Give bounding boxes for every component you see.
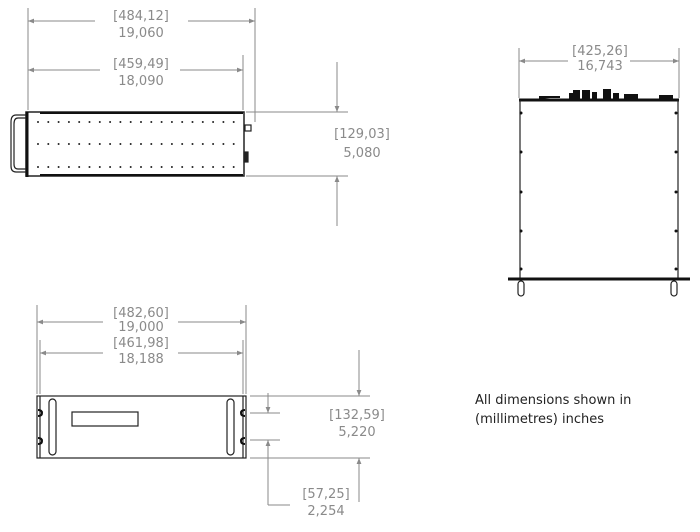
front-height-mm: [132,59] — [329, 408, 385, 423]
front-handle-left — [48, 398, 57, 456]
vent-hole — [212, 166, 215, 168]
side-view: [425,26] 16,743 — [508, 44, 690, 297]
vent-hole — [119, 143, 122, 145]
vent-hole — [201, 166, 204, 168]
top-overall-width-in: 19,060 — [118, 26, 164, 41]
hole-spacing-mm: [57,25] — [302, 487, 349, 502]
top-body-width-in: 18,090 — [118, 74, 164, 89]
mount-hole — [674, 190, 678, 194]
vent-hole — [78, 166, 81, 168]
vent-hole — [98, 166, 101, 168]
vent-hole — [119, 121, 122, 123]
vent-hole — [212, 121, 215, 123]
front-view: [482,60] 19,000 [461,98] 18,188 [132,59]… — [36, 305, 385, 519]
side-depth-in: 16,743 — [577, 59, 623, 74]
top-height-in: 5,080 — [343, 146, 380, 161]
vent-hole — [181, 121, 184, 123]
vent-hole — [140, 121, 142, 123]
mount-hole — [674, 150, 678, 154]
vent-hole — [222, 143, 225, 145]
vent-hole — [222, 121, 225, 123]
vent-hole — [212, 143, 215, 145]
vent-hole — [232, 121, 235, 123]
vent-hole — [129, 121, 132, 123]
vent-hole — [140, 143, 142, 145]
handle-icon — [10, 114, 26, 173]
vent-hole — [222, 166, 225, 168]
display-window — [71, 411, 139, 427]
mount-hole — [519, 267, 523, 271]
vent-hole — [160, 166, 163, 168]
vent-hole — [181, 166, 184, 168]
vent-hole — [140, 166, 142, 168]
top-view: [484,12] 19,060 [459,49] 18,090 [129,03]… — [10, 8, 390, 226]
vent-hole — [201, 121, 204, 123]
vent-hole — [98, 121, 101, 123]
vent-hole — [98, 143, 101, 145]
vent-hole — [232, 166, 235, 168]
top-height-mm: [129,03] — [334, 127, 390, 142]
mount-hole — [519, 190, 523, 194]
vent-hole — [160, 121, 163, 123]
vent-hole — [150, 143, 153, 145]
vent-hole — [37, 143, 39, 145]
vent-hole — [150, 121, 153, 123]
mount-hole — [519, 111, 523, 115]
vent-holes — [37, 121, 235, 168]
vent-hole — [191, 166, 194, 168]
vent-hole — [88, 166, 91, 168]
vent-hole — [119, 166, 122, 168]
vent-hole — [47, 121, 50, 123]
vent-hole — [78, 121, 81, 123]
vent-hole — [47, 166, 50, 168]
front-handle-right — [226, 398, 235, 456]
vent-hole — [170, 121, 173, 123]
vent-hole — [78, 143, 81, 145]
vent-hole — [232, 143, 235, 145]
vent-hole — [109, 143, 112, 145]
vent-hole — [201, 143, 204, 145]
mount-hole — [519, 150, 523, 154]
front-inner-width-in: 18,188 — [118, 352, 164, 367]
mount-hole — [519, 229, 523, 233]
vent-hole — [37, 166, 39, 168]
vent-hole — [181, 143, 184, 145]
vent-hole — [57, 121, 60, 123]
vent-hole — [170, 166, 173, 168]
hole-spacing-in: 2,254 — [307, 504, 344, 519]
vent-hole — [129, 143, 132, 145]
vent-hole — [129, 166, 132, 168]
vent-hole — [67, 166, 70, 168]
vent-hole — [57, 166, 60, 168]
vent-hole — [57, 143, 60, 145]
vent-hole — [109, 166, 112, 168]
front-height-in: 5,220 — [338, 425, 375, 440]
top-body-width-mm: [459,49] — [113, 57, 169, 72]
vent-hole — [191, 143, 194, 145]
mount-hole — [674, 111, 678, 115]
mount-hole — [674, 229, 678, 233]
vent-hole — [88, 143, 91, 145]
front-overall-width-mm: [482,60] — [113, 306, 169, 321]
vent-hole — [88, 121, 91, 123]
vent-hole — [191, 121, 194, 123]
front-overall-width-in: 19,000 — [118, 320, 164, 335]
top-overall-width-mm: [484,12] — [113, 9, 169, 24]
vent-hole — [150, 166, 153, 168]
vent-hole — [47, 143, 50, 145]
vent-hole — [160, 143, 163, 145]
units-note-line1: All dimensions shown in — [475, 393, 631, 408]
units-note-line2: (millimetres) inches — [475, 412, 604, 427]
vent-hole — [67, 121, 70, 123]
vent-hole — [67, 143, 70, 145]
front-inner-width-mm: [461,98] — [113, 336, 169, 351]
side-depth-mm: [425,26] — [572, 44, 628, 59]
vent-hole — [109, 121, 112, 123]
vent-hole — [170, 143, 173, 145]
vent-hole — [37, 121, 39, 123]
mount-hole — [674, 267, 678, 271]
